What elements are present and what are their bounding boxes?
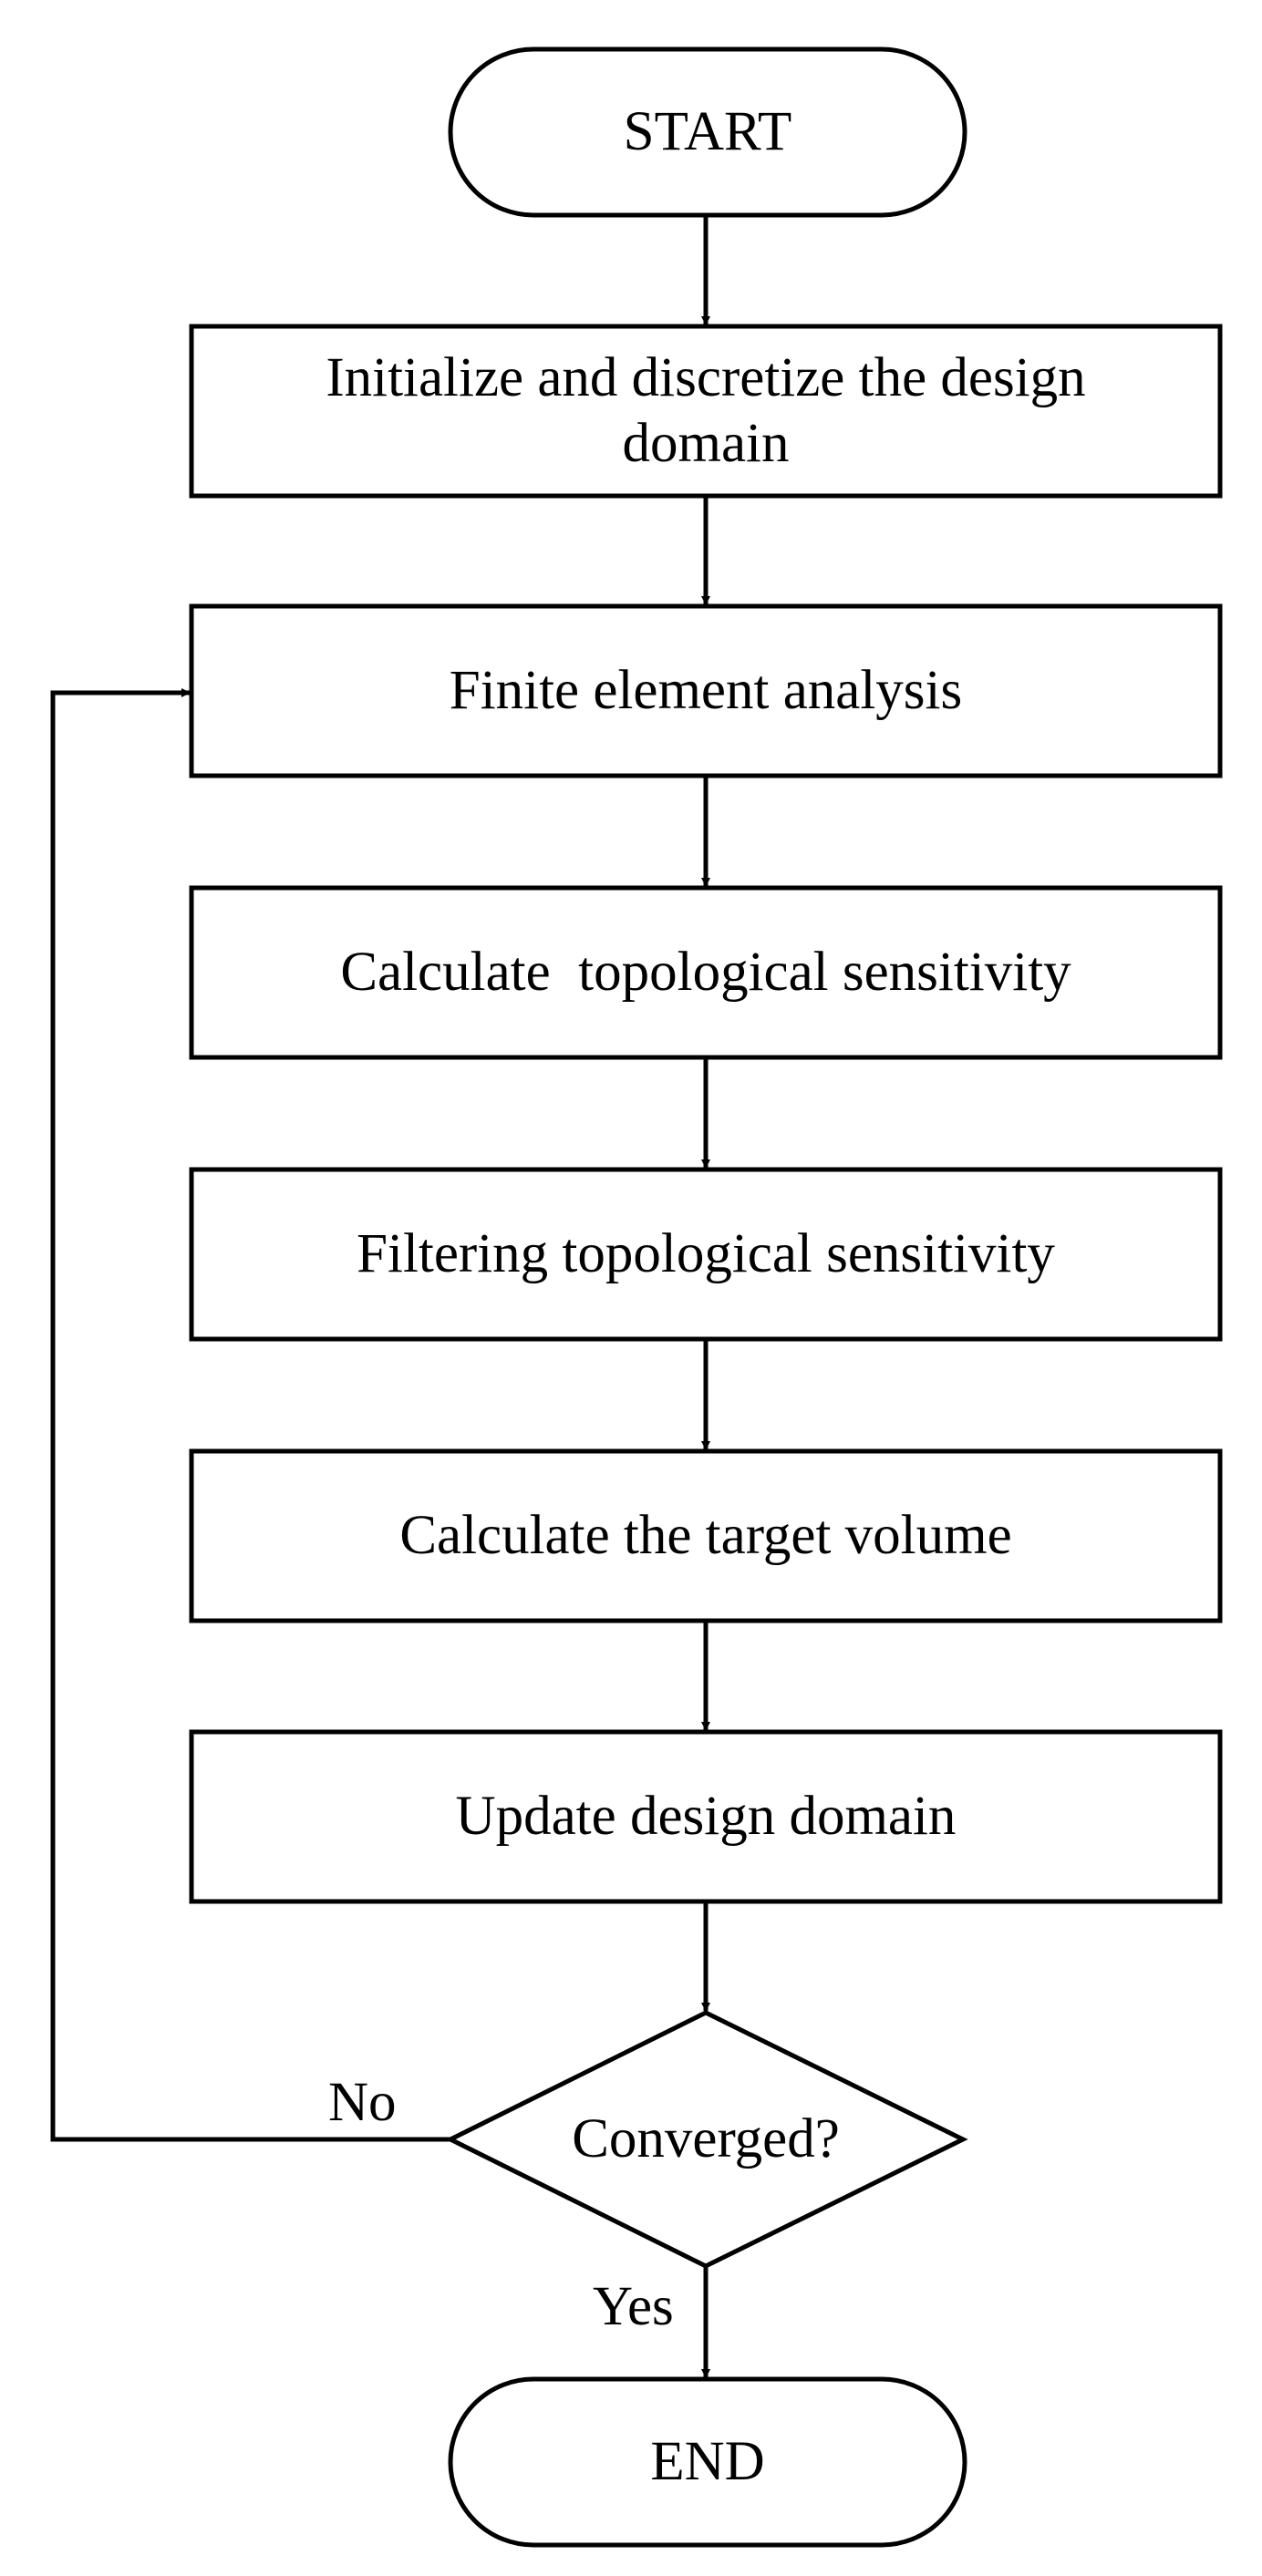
- yes-edge-label: Yes: [593, 2276, 674, 2337]
- end-label: END: [650, 2431, 765, 2493]
- sensitivity-label: Calculate topological sensitivity: [340, 942, 1071, 1004]
- volume-label: Calculate the target volume: [399, 1505, 1012, 1567]
- end-terminal: [448, 2376, 967, 2548]
- fea-label: Finite element analysis: [449, 660, 963, 722]
- filter-label: Filtering topological sensitivity: [357, 1223, 1055, 1285]
- start-label: START: [623, 101, 792, 163]
- init-label: Initialize and discretize the design dom…: [326, 347, 1086, 474]
- arrow-no-loop-to-fea: [50, 688, 450, 2142]
- converged-label: Converged?: [572, 2108, 840, 2170]
- update-label: Update design domain: [455, 1786, 957, 1848]
- no-edge-label: No: [328, 2072, 397, 2133]
